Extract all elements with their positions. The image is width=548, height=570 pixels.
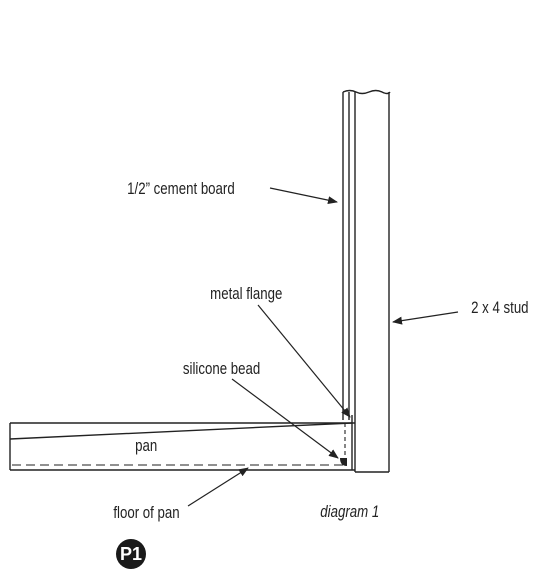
silicone-bead-label: silicone bead — [183, 360, 260, 379]
floor-of-pan-label: floor of pan — [113, 504, 179, 523]
arrow-stud — [392, 311, 459, 325]
cement-board-label: 1/2” cement board — [127, 180, 235, 199]
silicone-bead-shape — [340, 458, 347, 466]
arrow-silicone-bead — [231, 378, 339, 459]
leader-arrows — [187, 187, 459, 507]
cement-board-shape — [342, 92, 350, 420]
pan-label: pan — [135, 437, 157, 456]
metal-flange-label: metal flange — [210, 285, 282, 304]
arrow-cement-board — [269, 187, 338, 205]
page-badge: P1 — [116, 539, 146, 569]
arrow-metal-flange — [257, 304, 351, 418]
badge-label: P1 — [120, 544, 142, 564]
badge-circle — [116, 539, 146, 569]
stud-shape — [342, 89, 391, 473]
diagram-caption: diagram 1 — [320, 503, 379, 522]
arrow-floor-of-pan — [187, 467, 249, 507]
pan-shape — [9, 422, 355, 471]
stud-label: 2 x 4 stud — [471, 299, 528, 318]
